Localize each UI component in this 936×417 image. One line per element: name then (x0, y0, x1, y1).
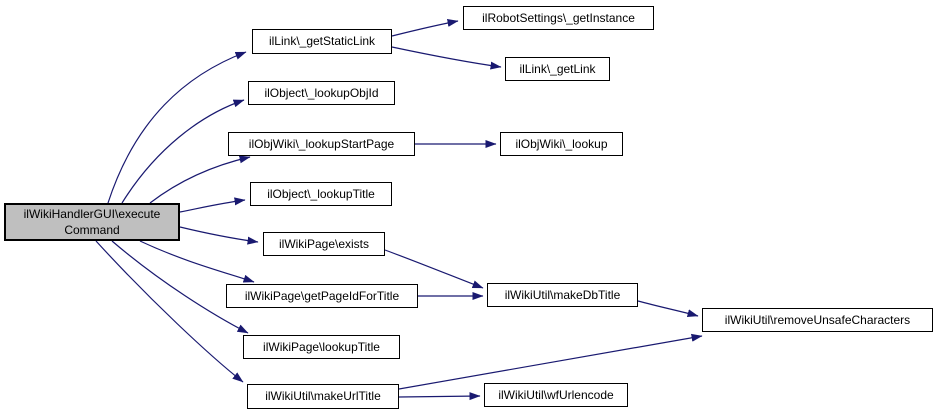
edge-executeCommand-wikiPageLookupTitle (111, 240, 249, 334)
node-exists[interactable]: ilWikiPage\exists (263, 232, 385, 256)
node-lookup[interactable]: ilObjWiki\_lookup (500, 132, 623, 156)
edge-executeCommand-makeUrlTitle (95, 240, 244, 383)
node-executeCommand-line1: ilWikiHandlerGUI\execute (23, 206, 161, 221)
node-lookupTitle[interactable]: ilObject\_lookupTitle (250, 182, 392, 206)
node-getStaticLink[interactable]: ilLink\_getStaticLink (252, 29, 392, 54)
edge-executeCommand-exists (179, 226, 259, 245)
edge-makeUrlTitle-wfUrlencode (398, 392, 481, 401)
node-lookupStartPage[interactable]: ilObjWiki\_lookupStartPage (228, 132, 415, 156)
edge-getStaticLink-getLink (391, 46, 502, 70)
node-wikiPageLookupTitle[interactable]: ilWikiPage\lookupTitle (243, 335, 400, 359)
node-makeDbTitle[interactable]: ilWikiUtil\makeDbTitle (487, 283, 638, 307)
node-getPageIdForTitle[interactable]: ilWikiPage\getPageIdForTitle (226, 284, 418, 308)
node-getLink[interactable]: ilLink\_getLink (505, 57, 610, 81)
edge-executeCommand-getPageIdForTitle (139, 240, 255, 283)
node-getInstance[interactable]: ilRobotSettings\_getInstance (463, 6, 654, 30)
edge-executeCommand-lookupStartPage (149, 155, 251, 204)
node-executeCommand: ilWikiHandlerGUI\execute Command (4, 203, 180, 241)
edge-getStaticLink-getInstance (391, 19, 459, 37)
edge-executeCommand-lookupTitle (179, 197, 246, 213)
node-executeCommand-line2: Command (64, 223, 120, 237)
edge-executeCommand-getStaticLink (107, 51, 247, 204)
node-lookupObjId[interactable]: ilObject\_lookupObjId (248, 81, 395, 105)
edge-executeCommand-lookupObjId (121, 99, 245, 204)
node-makeUrlTitle[interactable]: ilWikiUtil\makeUrlTitle (247, 384, 399, 409)
node-wfUrlencode[interactable]: ilWikiUtil\wfUrlencode (484, 383, 628, 407)
edge-makeDbTitle-removeUnsafeCharacters (637, 300, 699, 318)
node-removeUnsafeCharacters[interactable]: ilWikiUtil\removeUnsafeCharacters (702, 308, 933, 332)
edge-makeUrlTitle-removeUnsafeCharacters (398, 333, 703, 390)
edge-exists-makeDbTitle (384, 249, 484, 289)
